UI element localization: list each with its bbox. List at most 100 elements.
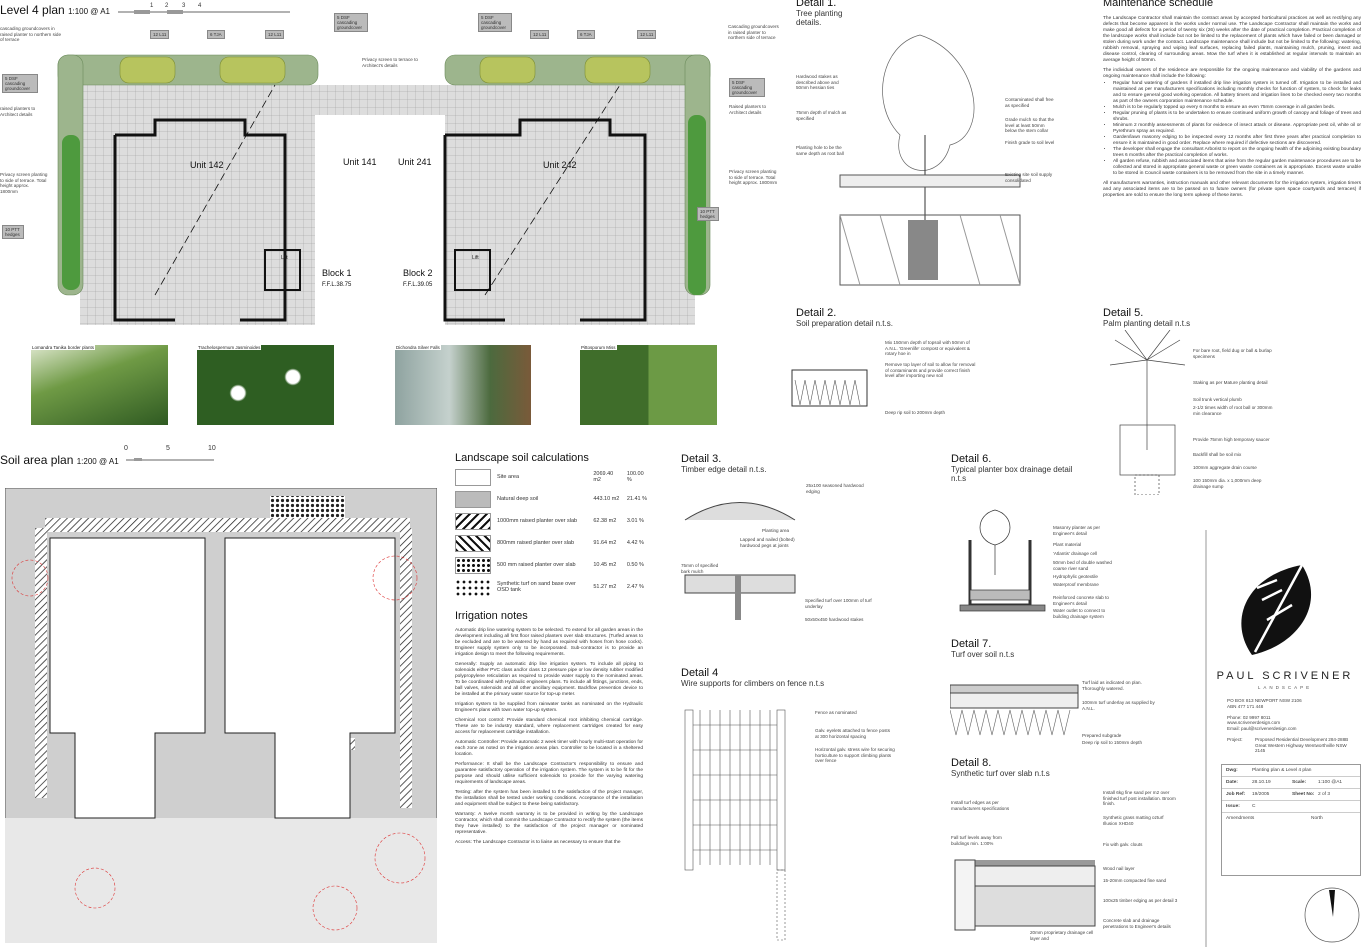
detail-note: Backfill shall be soil mix (1193, 452, 1242, 457)
svg-text:1: 1 (150, 3, 154, 9)
plan-note: Cascading groundcovers in raised planter… (728, 24, 779, 41)
detail-note: Water outlet to connect to building drai… (1053, 608, 1106, 619)
detail-note: 2-1/2 times width of root ball or 300mm … (1193, 405, 1273, 416)
detail-note: Fence as nominated (815, 710, 857, 715)
synthetic-turf-drawing (954, 859, 1096, 931)
detail-note: 'Atlantis' drainage cell (1053, 551, 1098, 556)
detail-note: Concrete slab and drainage penetrations … (1103, 918, 1171, 929)
plan-note: Privacy screen to terrace to Architect's… (362, 57, 418, 68)
soil-plan-title: Soil area plan 1:200 @ A1 (0, 453, 119, 467)
level4-plan-drawing (57, 54, 711, 325)
detail-note: 50x50x450 hardwood stakes (805, 617, 864, 622)
level4-title: Level 4 plan 1:100 @ A1 (0, 3, 110, 17)
unit-label: Unit 241 (398, 157, 432, 167)
detail-note: Horizontal galv. stress wire for securin… (815, 747, 895, 764)
company-name: PAUL SCRIVENER (1216, 670, 1354, 682)
detail-note: Fall turf levels away from buildings min… (951, 835, 1002, 846)
plant-tag: 6 TJA (207, 30, 225, 39)
planter-box-drawing (959, 509, 1046, 612)
detail-note: Planting area (762, 528, 790, 533)
soil-prep-drawing (791, 369, 868, 407)
svg-text:5: 5 (166, 445, 170, 452)
detail-note: 50mm bed of double washed coarse river s… (1053, 560, 1112, 571)
detail-note: Wood nail layer (1103, 866, 1135, 871)
detail-note: Staking as per Mature planting detail (1193, 380, 1268, 385)
plant-tag: 5 DSF cascading groundcover (2, 74, 38, 93)
wire-supports-drawing (684, 709, 786, 941)
detail-note: 100mm turf underlay as supplied by A.N.L… (1082, 700, 1155, 711)
detail-6: Detail 6.Typical planter box drainage de… (951, 453, 1073, 483)
detail-note: Grade mulch so that the level at least 5… (1005, 117, 1055, 134)
detail-note: Install 6kg fine sand per m2 over finish… (1103, 790, 1176, 807)
plan-note: raised planters to Architect details (0, 106, 36, 117)
detail-note: For bare root, field dug or ball & burla… (1193, 348, 1272, 359)
detail-note: Masonry planter as per Engineer's detail (1053, 525, 1100, 536)
detail-note: 100x25 timber edging as per detail 3 (1103, 898, 1178, 903)
detail-note: Soil trunk vertical plumb (1193, 397, 1242, 402)
detail-note: Plant material (1053, 542, 1082, 547)
detail-1: Detail 1.Tree planting details. (796, 0, 843, 27)
detail-note: Mix 150mm depth of topsoil with 50mm of … (885, 340, 970, 357)
detail-note: Provide 75mm high temporary saucer (1193, 437, 1270, 442)
plant-photo: Dichondra Silver Falls (395, 345, 531, 425)
plant-tag: 5 DSF cascading groundcover (729, 78, 765, 97)
unit-label: Unit 142 (190, 160, 224, 170)
plant-photo: Trachelospermum Jasminoides (197, 345, 334, 425)
plan-note: cascading groundcovers in raised planter… (0, 26, 62, 43)
detail-note: Galv. eyelets attached to fence posts at… (815, 728, 890, 739)
unit-label: Unit 242 (543, 160, 577, 170)
plan-note: Privacy screen planting to side of terra… (0, 172, 48, 194)
plan-note: Privacy screen planting to side of terra… (729, 169, 778, 186)
plant-photo: Pittosporum Miss (580, 345, 717, 425)
leaf-logo-icon (1241, 564, 1312, 655)
detail-note: Fix with galv. clouts (1103, 842, 1143, 847)
unit-label: Unit 141 (343, 157, 377, 167)
turf-soil-drawing (950, 684, 1079, 736)
detail-note: Existing site soil supply consolidated (1005, 172, 1053, 183)
detail-note: Specified turf over 100mm of turf underl… (805, 598, 872, 609)
plant-tag: 5 DSF cascading groundcover (334, 13, 368, 32)
detail-note: 100mm aggregate drain course (1193, 465, 1257, 470)
detail-note: Synthetic grass matting ozturf Illusion … (1103, 815, 1164, 826)
plant-tag: 12 L11 (637, 30, 657, 39)
detail-note: 25x100 seasoned hardwood edging (806, 483, 864, 494)
detail-8: Detail 8.Synthetic turf over slab n.t.s (951, 757, 1050, 778)
detail-note: 15-20mm compacted fine sand (1103, 878, 1167, 883)
detail-note: Install turf edges as per manufacturers … (951, 800, 1010, 811)
detail-3: Detail 3.Timber edge detail n.t.s. (681, 453, 767, 474)
detail-note: Planting hole to be the same depth as ro… (796, 145, 844, 156)
detail-5: Detail 5.Palm planting detail n.t.s (1103, 307, 1191, 328)
plant-photo: Lomandra Tanika border plants (31, 345, 168, 425)
lift-label: Lift (281, 255, 288, 261)
maintenance-text: The Landscape Contractor shall maintain … (1103, 16, 1361, 203)
plant-tag: 10 PTT hedges (2, 225, 24, 239)
detail-note: Hydrophylic geotextile (1053, 574, 1098, 579)
detail-note: Deep rip soil to 200mm depth (885, 410, 946, 415)
svg-text:2: 2 (165, 3, 169, 9)
detail-note: Contaminated shall free as specified (1005, 97, 1054, 108)
detail-note: Finish grade to soil level (1005, 140, 1055, 145)
detail-note: Remove top layer of soil to allow for re… (885, 362, 976, 379)
plan-note: Raised planters to Architect details (729, 104, 767, 115)
detail-note: Hardwood stakes as described above and 5… (796, 74, 839, 91)
north-arrow-icon (1304, 887, 1360, 943)
detail-note: Deep rip soil to 150mm depth (1082, 740, 1143, 745)
table-row: Synthetic turf on sand base over OSD tan… (452, 576, 652, 598)
soil-calc-title: Landscape soil calculations (455, 452, 589, 464)
maintenance-title: Maintenance schedule (1103, 0, 1214, 9)
detail-note: Waterproof membrane (1053, 582, 1099, 587)
detail-note: 20mm proprietary drainage cell layer and (1030, 930, 1094, 941)
soil-plan-drawing (5, 488, 437, 943)
plant-tag: 12 L11 (530, 30, 550, 39)
